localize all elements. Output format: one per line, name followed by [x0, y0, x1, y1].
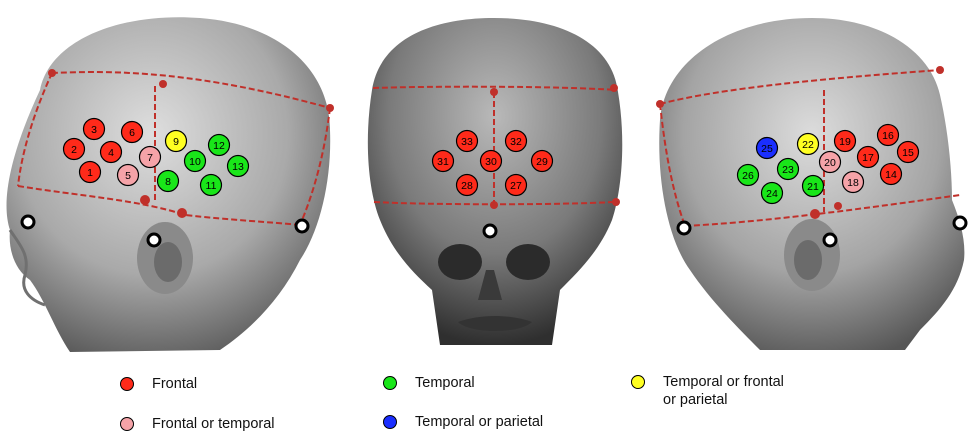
- electrode-number: 19: [839, 136, 851, 148]
- electrode-number: 24: [766, 188, 778, 200]
- electrode-number: 27: [510, 180, 522, 192]
- electrode-number: 22: [802, 139, 814, 151]
- legend-swatch-temporal: [383, 376, 397, 390]
- electrode-number: 20: [824, 157, 836, 169]
- electrode-number: 7: [147, 152, 153, 164]
- electrode-28: 28: [457, 175, 478, 196]
- legend-swatch-frontal: [120, 377, 134, 391]
- electrode-32: 32: [506, 131, 527, 152]
- legend-item-frontal-or-temporal: Frontal or temporal: [120, 415, 275, 433]
- legend-label-temporal: Temporal: [415, 374, 475, 392]
- legend-swatch-frontal-or-temporal: [120, 417, 134, 431]
- legend-swatch-temporal-frontal-parietal: [631, 375, 645, 389]
- electrode-18: 18: [843, 172, 864, 193]
- electrode-30: 30: [481, 151, 502, 172]
- electrode-7: 7: [140, 147, 161, 168]
- electrode-10: 10: [185, 151, 206, 172]
- electrode-4: 4: [101, 142, 122, 163]
- electrode-31: 31: [433, 151, 454, 172]
- electrode-9: 9: [166, 131, 187, 152]
- electrode-number: 30: [485, 156, 497, 168]
- electrode-2: 2: [64, 139, 85, 160]
- electrode-16: 16: [878, 125, 899, 146]
- electrode-1: 1: [80, 162, 101, 183]
- front-fiducials: [484, 225, 496, 237]
- electrode-6: 6: [122, 122, 143, 143]
- electrode-number: 23: [782, 164, 794, 176]
- legend-swatch-temporal-or-parietal: [383, 415, 397, 429]
- electrode-number: 15: [902, 147, 914, 159]
- electrode-24: 24: [762, 183, 783, 204]
- electrode-11: 11: [201, 175, 222, 196]
- electrode-number: 8: [165, 176, 171, 188]
- electrode-13: 13: [228, 156, 249, 177]
- electrode-14: 14: [881, 164, 902, 185]
- electrode-number: 12: [213, 140, 225, 152]
- electrode-number: 5: [125, 170, 131, 182]
- electrode-number: 13: [232, 161, 244, 173]
- electrode-number: 25: [761, 143, 773, 155]
- electrode-8: 8: [158, 171, 179, 192]
- electrode-22: 22: [798, 134, 819, 155]
- electrode-number: 18: [847, 177, 859, 189]
- electrode-number: 6: [129, 127, 135, 139]
- electrode-29: 29: [532, 151, 553, 172]
- right-ear-inner: [794, 240, 822, 280]
- electrode-number: 1: [87, 167, 93, 179]
- electrode-number: 33: [461, 136, 473, 148]
- electrode-5: 5: [118, 165, 139, 186]
- front-eye-right: [506, 244, 550, 280]
- electrode-number: 4: [108, 147, 114, 159]
- electrode-number: 21: [807, 181, 819, 193]
- electrode-19: 19: [835, 131, 856, 152]
- electrode-26: 26: [738, 165, 759, 186]
- electrode-number: 3: [91, 124, 97, 136]
- electrode-23: 23: [778, 159, 799, 180]
- legend-label-frontal-or-temporal: Frontal or temporal: [152, 415, 275, 433]
- legend: Frontal Frontal or temporal Temporal Tem…: [0, 360, 968, 434]
- legend-item-frontal: Frontal: [120, 375, 197, 393]
- electrode-number: 14: [885, 169, 897, 181]
- electrode-number: 10: [189, 156, 201, 168]
- electrode-33: 33: [457, 131, 478, 152]
- electrode-number: 16: [882, 130, 894, 142]
- electrode-number: 26: [742, 170, 754, 182]
- legend-item-temporal-or-parietal: Temporal or parietal: [383, 413, 543, 431]
- electrode-20: 20: [820, 152, 841, 173]
- electrode-number: 28: [461, 180, 473, 192]
- electrode-27: 27: [506, 175, 527, 196]
- electrode-number: 31: [437, 156, 449, 168]
- electrode-number: 2: [71, 144, 77, 156]
- electrode-number: 17: [862, 152, 874, 164]
- electrode-number: 9: [173, 136, 179, 148]
- front-head: [368, 18, 622, 345]
- legend-label-temporal-frontal-parietal: Temporal or frontal or parietal: [663, 373, 784, 409]
- legend-item-temporal: Temporal: [383, 374, 475, 392]
- electrode-number: 32: [510, 136, 522, 148]
- electrode-12: 12: [209, 135, 230, 156]
- legend-item-temporal-frontal-parietal: Temporal or frontal or parietal: [631, 373, 784, 409]
- left-ear-inner: [154, 242, 182, 282]
- electrode-25: 25: [757, 138, 778, 159]
- electrode-21: 21: [803, 176, 824, 197]
- legend-label-frontal: Frontal: [152, 375, 197, 393]
- electrode-17: 17: [858, 147, 879, 168]
- electrode-3: 3: [84, 119, 105, 140]
- legend-label-temporal-or-parietal: Temporal or parietal: [415, 413, 543, 431]
- electrode-15: 15: [898, 142, 919, 163]
- front-eye-left: [438, 244, 482, 280]
- head-diagram: 1234567891011121327282930313233141516171…: [0, 0, 968, 360]
- electrode-number: 11: [206, 180, 217, 192]
- electrode-number: 29: [536, 156, 548, 168]
